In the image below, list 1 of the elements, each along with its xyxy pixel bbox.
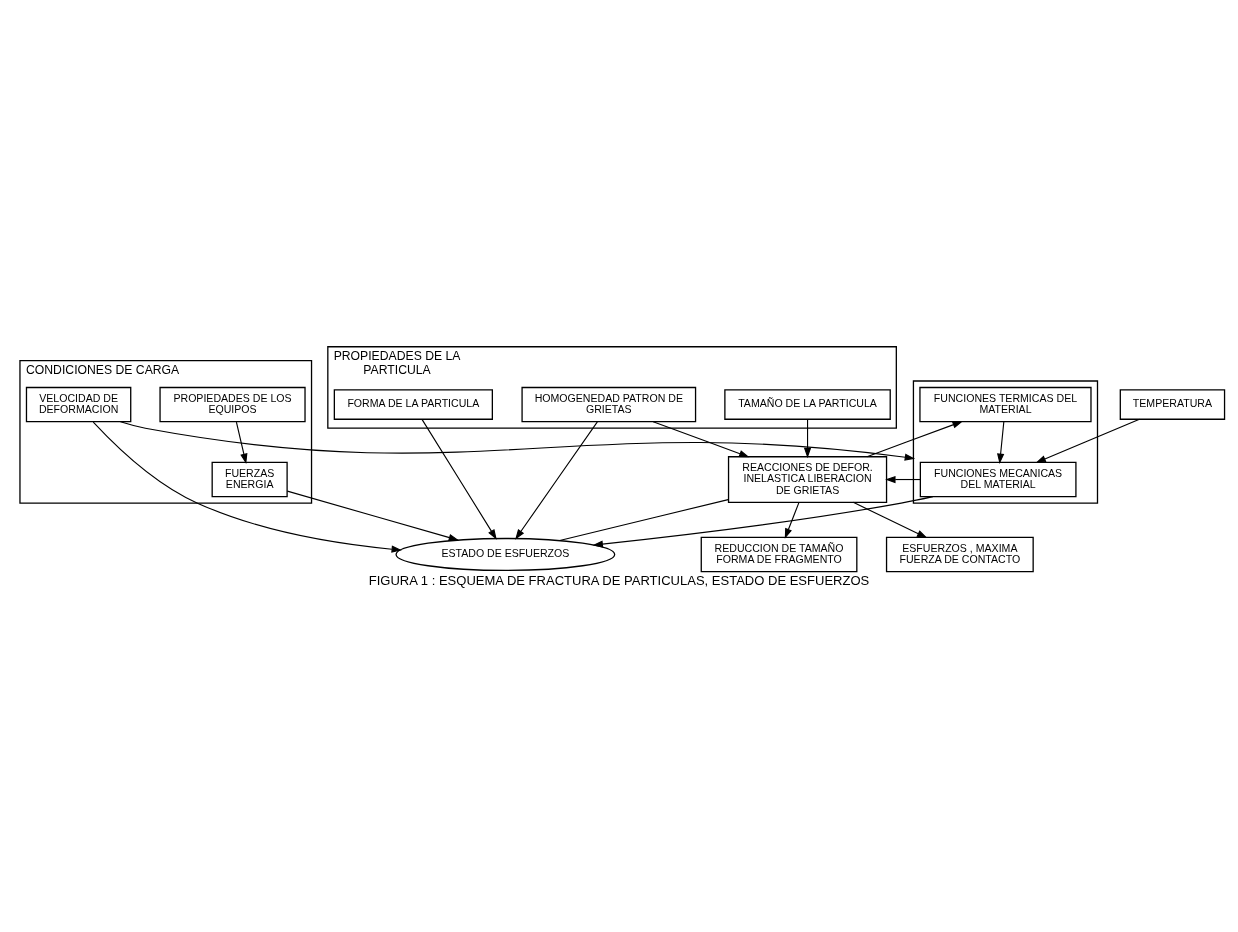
caption: FIGURA 1 : ESQUEMA DE FRACTURA DE PARTICULAS, ESTADO DE ESFUERZOS (368, 572, 870, 588)
